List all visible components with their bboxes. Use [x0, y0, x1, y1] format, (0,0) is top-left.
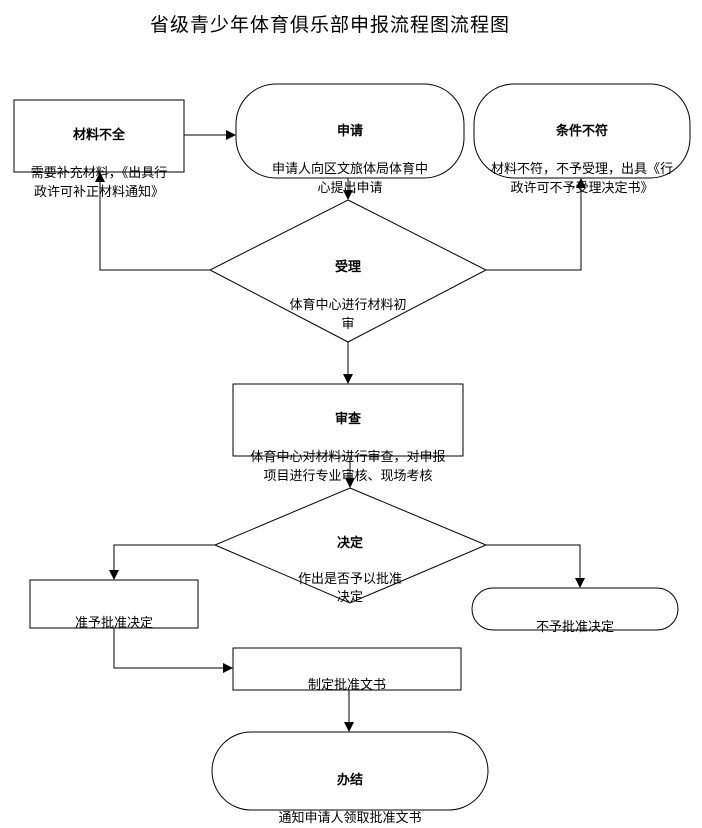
apply-body: 申请人向区文旅体局体育中 心提出申请 [271, 162, 428, 196]
finish-body: 通知申请人领取批准文书 [278, 811, 422, 826]
review-heading: 审查 [334, 412, 361, 427]
arrow-decide-to-reject [486, 544, 585, 588]
review-box [232, 383, 464, 457]
arrow-approve-to-draft [113, 628, 233, 673]
incomplete-box [13, 99, 185, 173]
finish-heading: 办结 [336, 773, 363, 788]
diagram-title: 省级青少年体育俱乐部申报流程图流程图 [149, 14, 510, 36]
draft-text: 制定批准文书 [233, 657, 461, 695]
review-body: 体育中心对材料进行审查，对申报 项目进行专业审核、现场考核 [250, 450, 446, 484]
decide-heading: 决定 [336, 536, 363, 551]
decide-diamond [213, 487, 488, 604]
arrow-decide-to-approve [109, 544, 215, 580]
finish-box [211, 731, 489, 811]
accept-body: 体育中心进行材料初 审 [289, 298, 407, 332]
apply-heading: 申请 [336, 124, 363, 139]
arrow-accept-to-incomplete [95, 172, 210, 271]
incomplete-text: 材料不全 需要补充材料，《出具行 政许可补正材料通知》 [14, 107, 184, 202]
finish-text: 办结 通知申请人领取批准文书 [212, 752, 488, 828]
approve-body: 准予批准决定 [74, 616, 153, 631]
accept-heading: 受理 [334, 260, 361, 275]
reject-text: 不予批准决定 [472, 599, 678, 637]
accept-text: 受理 体育中心进行材料初 审 [268, 239, 428, 334]
incomplete-heading: 材料不全 [72, 128, 125, 143]
review-text: 审查 体育中心对材料进行审查，对申报 项目进行专业审核、现场考核 [233, 391, 463, 486]
apply-text: 申请 申请人向区文旅体局体育中 心提出申请 [236, 103, 464, 198]
mismatch-body: 材料不符，不予受理，出具《行 政许可不予受理决定书》 [490, 162, 673, 196]
incomplete-body: 需要补充材料，《出具行 政许可补正材料通知》 [30, 166, 168, 200]
reject-body: 不予批准决定 [535, 620, 614, 635]
decide-body: 作出是否予以批准 决定 [297, 572, 402, 605]
mismatch-heading: 条件不符 [555, 124, 608, 139]
arrow-accept-to-mismatch [486, 178, 586, 271]
draft-box [232, 647, 462, 691]
reject-box [471, 587, 679, 631]
decide-text: 决定 作出是否予以批准 决定 [270, 517, 430, 607]
draft-body: 制定批准文书 [307, 678, 386, 693]
mismatch-text: 条件不符 材料不符，不予受理，出具《行 政许可不予受理决定书》 [474, 103, 690, 198]
approve-text: 准予批准决定 [30, 595, 198, 633]
apply-box [235, 83, 465, 179]
